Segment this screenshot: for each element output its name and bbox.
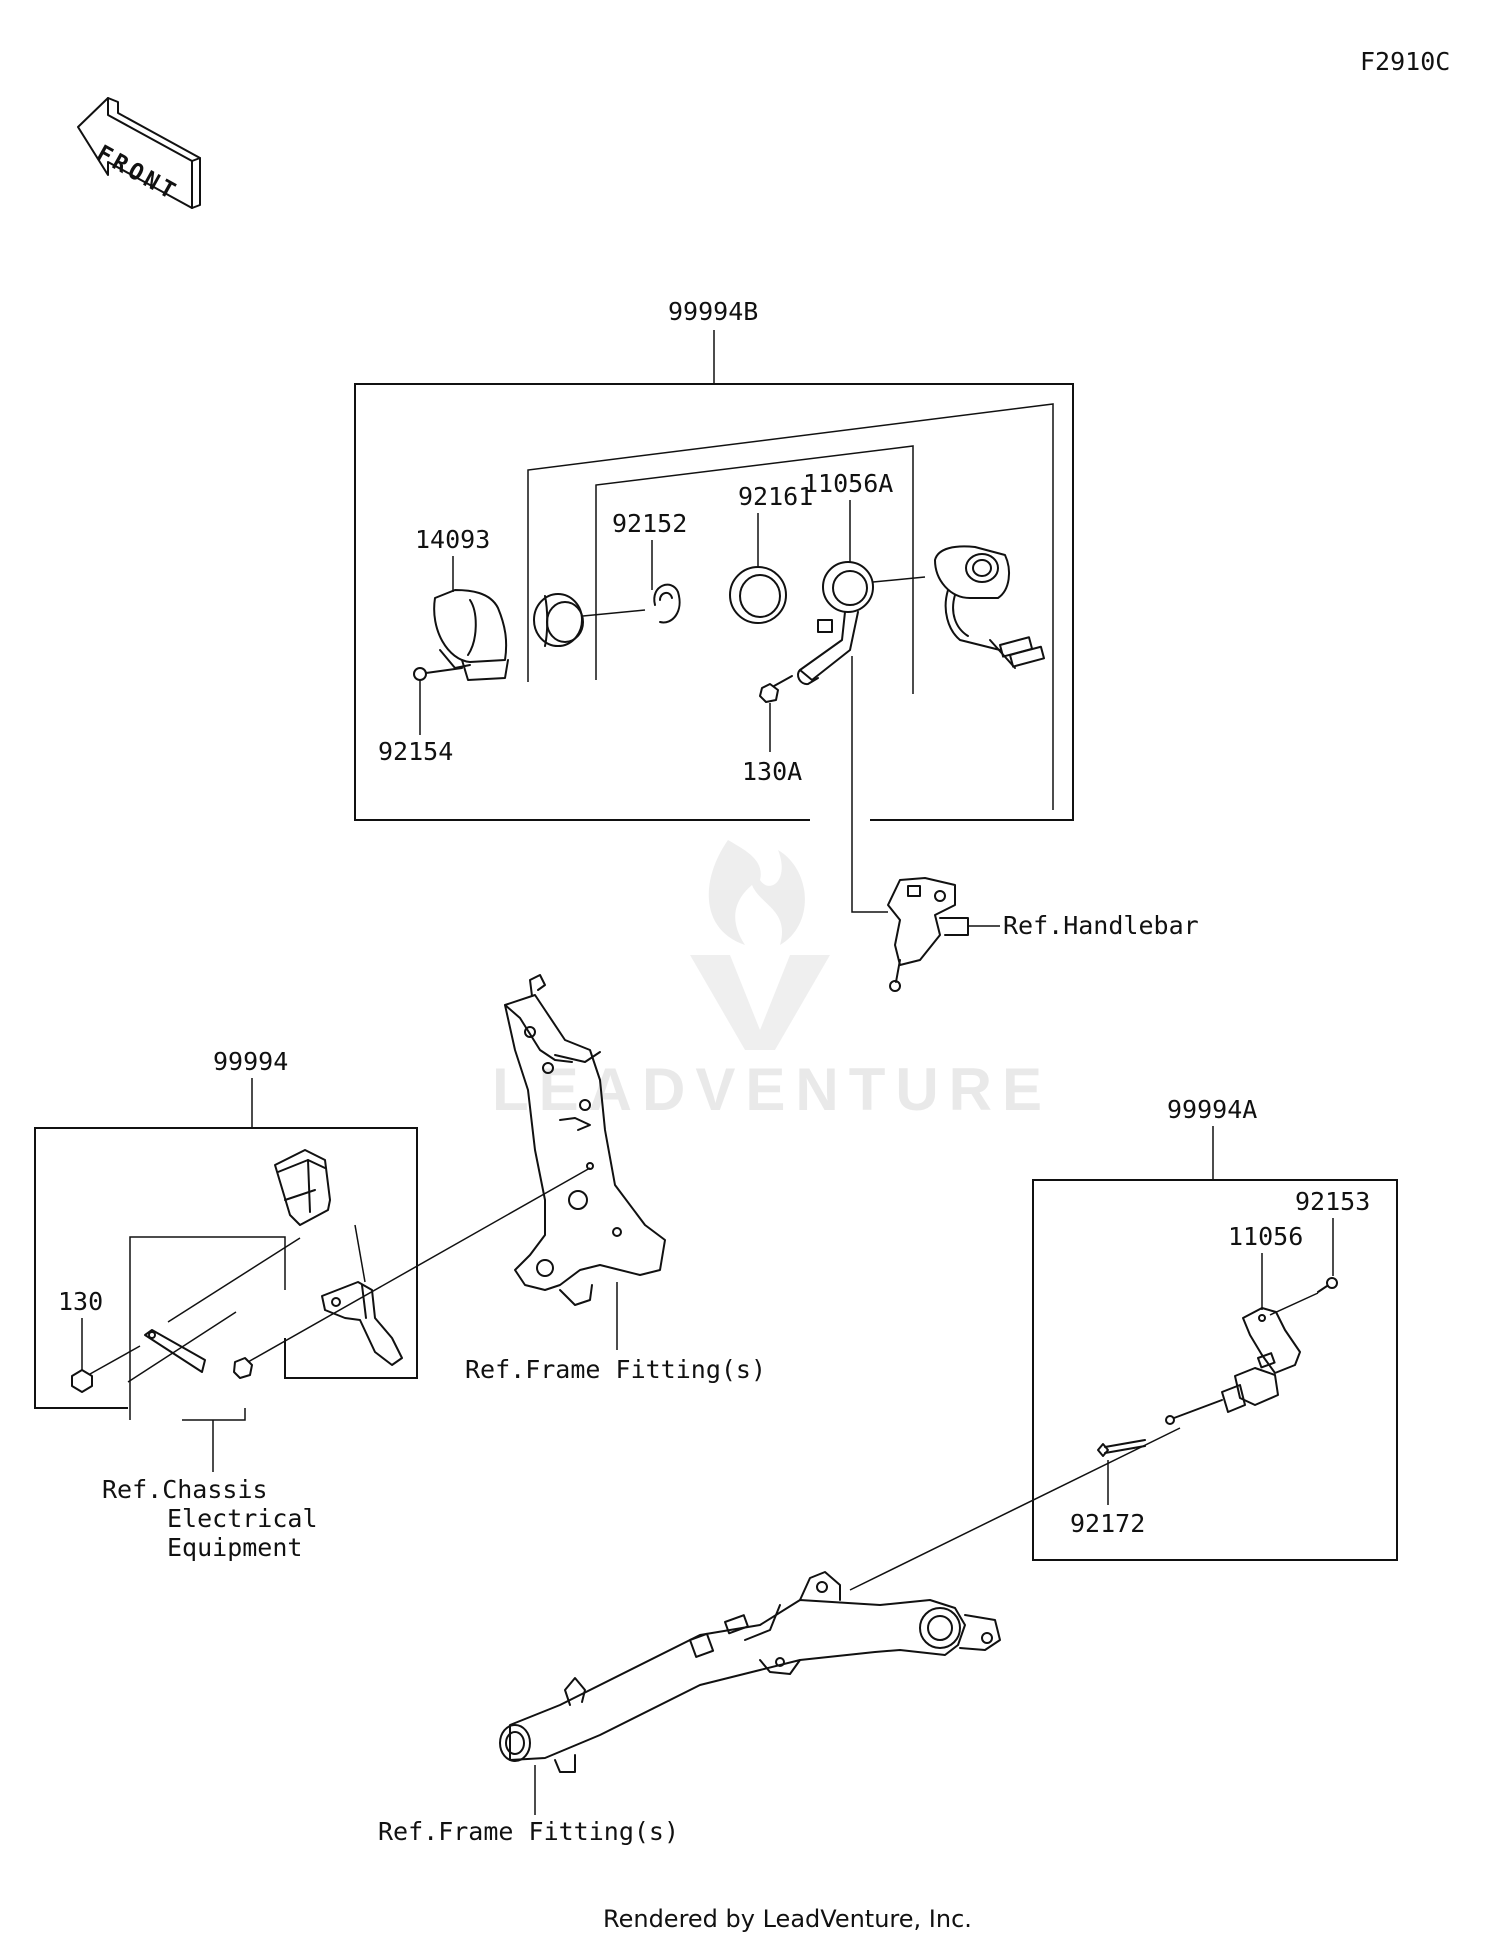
kit-label-right: 99994A	[1167, 1095, 1257, 1124]
front-label: FRONT	[92, 141, 183, 207]
part-label-92152: 92152	[612, 509, 687, 538]
part-label-92161: 92161	[738, 482, 813, 511]
front-arrow-icon: FRONT	[77, 97, 201, 209]
part-label-92154: 92154	[378, 737, 453, 766]
ref-chassis-line3: Equipment	[167, 1533, 302, 1562]
part-label-11056A: 11056A	[803, 469, 893, 498]
screw-92154	[413, 667, 463, 681]
part-label-130: 130	[58, 1287, 103, 1316]
part-label-14093: 14093	[415, 525, 490, 554]
screw-92172	[1097, 1439, 1146, 1457]
kit-box-left	[34, 1127, 418, 1421]
footer-credit: Rendered by LeadVenture, Inc.	[603, 1905, 972, 1933]
kit-box-upper	[354, 383, 1074, 821]
bolt-130A	[759, 675, 793, 703]
ref-frame-fitting-upper: Ref.Frame Fitting(s)	[465, 1355, 766, 1384]
ground-tab	[144, 1329, 206, 1373]
ring-92161	[729, 566, 787, 624]
handlebar-clamp	[887, 877, 969, 992]
ref-chassis-line1: Ref.Chassis	[102, 1475, 268, 1504]
watermark-text: LEADVENTURE	[492, 1056, 1052, 1123]
frame-fitting-upper	[504, 974, 666, 1306]
part-label-92153: 92153	[1295, 1187, 1370, 1216]
relay-unit	[274, 1149, 331, 1226]
figure-code: F2910C	[1360, 47, 1450, 76]
part-label-92172: 92172	[1070, 1509, 1145, 1538]
switch-unit	[1165, 1367, 1279, 1425]
kit-box-right	[1032, 1179, 1398, 1561]
relay-bracket	[321, 1281, 403, 1366]
power-socket	[934, 545, 1046, 669]
screw-92153	[1317, 1277, 1338, 1293]
part-label-130A: 130A	[742, 757, 802, 786]
ref-chassis-line2: Electrical	[167, 1504, 318, 1533]
clamp-11056A	[797, 561, 874, 686]
frame-fitting-lower	[499, 1571, 1001, 1773]
bracket-11056	[1242, 1307, 1301, 1374]
part-label-11056: 11056	[1228, 1222, 1303, 1251]
watermark-logo: LEADVENTURE	[492, 840, 1052, 1123]
screw-bolt-left	[233, 1162, 594, 1379]
ref-handlebar: Ref.Handlebar	[1003, 911, 1199, 940]
switch-housing-14093	[433, 589, 509, 681]
kit-label-left: 99994	[213, 1047, 288, 1076]
kit-label-upper: 99994B	[668, 297, 758, 326]
ref-frame-fitting-lower: Ref.Frame Fitting(s)	[378, 1817, 679, 1846]
clip-92152	[653, 583, 681, 624]
inner-sleeve	[533, 593, 584, 647]
